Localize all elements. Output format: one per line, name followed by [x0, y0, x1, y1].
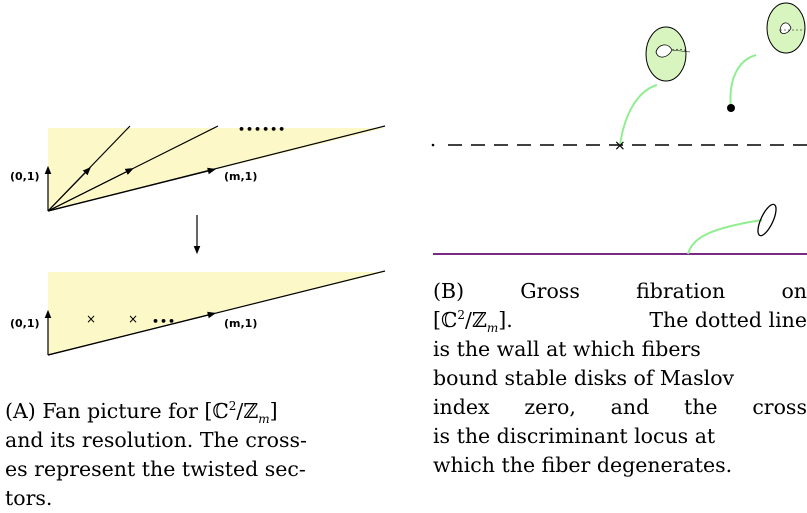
- caption-b-l5b: zero,: [524, 395, 576, 419]
- caption-a-line3: es represent the twisted sec-: [5, 457, 306, 481]
- caption-b-sup: 2: [457, 308, 465, 323]
- caption-b-l5c: and: [610, 395, 650, 419]
- top-arrow-1: [47, 166, 91, 212]
- caption-b-line1: (B) Gross fibration on: [433, 277, 807, 306]
- caption-b-l2-pre: [ℂ: [433, 308, 458, 332]
- caption-b: (B) Gross fibration on [ℂ2/ℤm]. The dott…: [433, 277, 807, 480]
- caption-b-sub: m: [486, 321, 499, 336]
- caption-b-word2: fibration: [636, 279, 726, 303]
- caption-b-line5: index zero, and the cross: [433, 393, 807, 422]
- caption-a-tag: (A): [5, 399, 36, 423]
- caption-b-formula: [ℂ2/ℤm].: [433, 306, 513, 335]
- bottom-label-0-1: (0,1): [10, 317, 40, 330]
- gross-fibration: ×: [431, 2, 807, 255]
- top-dots: ••••••: [238, 123, 286, 136]
- caption-b-word1: Gross: [520, 279, 580, 303]
- bottom-arrow-m-1: [47, 311, 217, 356]
- caption-a-line1-post: ]: [269, 399, 278, 423]
- caption-b-l2-post: ].: [498, 308, 513, 332]
- discriminant-cross: ×: [614, 138, 626, 154]
- circle-fiber-icon: [757, 203, 777, 237]
- caption-b-line7: which the fiber degenerates.: [433, 453, 733, 477]
- top-fan: •••••• (0,1) (m,1): [10, 123, 386, 212]
- caption-b-line2: [ℂ2/ℤm]. The dotted line: [433, 306, 807, 335]
- caption-b-l2-rest: The dotted line: [649, 308, 807, 332]
- smooth-point: [727, 104, 735, 112]
- caption-a-line2: and its resolution. The cross-: [5, 428, 307, 452]
- top-label-0-1: (0,1): [10, 170, 40, 183]
- caption-b-l5a: index: [433, 395, 490, 419]
- top-arrow-m-1: [47, 167, 217, 212]
- caption-a-line1-mid: /ℤ: [236, 399, 259, 423]
- caption-a: (A) Fan picture for [ℂ2/ℤm] and its reso…: [5, 397, 387, 513]
- caption-a-sup: 2: [228, 399, 237, 414]
- bottom-label-m-1: (m,1): [224, 317, 257, 330]
- caption-b-l5e: cross: [752, 395, 807, 419]
- bottom-dots: •••: [152, 315, 176, 328]
- torus-smooth-icon: [766, 2, 806, 54]
- path-to-smooth-fiber: [729, 54, 757, 109]
- caption-b-line6: is the discriminant locus at: [433, 424, 716, 448]
- caption-b-l2-mid: /ℤ: [464, 308, 487, 332]
- bottom-fan: × × ••• (0,1) (m,1): [10, 270, 386, 356]
- caption-b-l5d: the: [683, 395, 718, 419]
- path-to-cross-fiber: [619, 84, 658, 146]
- caption-b-line4: bound stable disks of Maslov: [433, 366, 735, 390]
- caption-a-sub: m: [258, 412, 270, 427]
- caption-a-line1-pre: Fan picture for [ℂ: [42, 399, 229, 423]
- torus-degenerate-icon: [645, 26, 691, 82]
- bottom-cross-1: ×: [86, 312, 96, 326]
- top-label-m-1: (m,1): [224, 170, 257, 183]
- caption-a-line4: tors.: [5, 486, 53, 510]
- bottom-cross-2: ×: [128, 312, 138, 326]
- caption-b-word3: on: [781, 279, 807, 303]
- caption-b-tag: (B): [433, 279, 465, 303]
- wall-start-dot: [431, 143, 435, 147]
- caption-b-line3: is the wall at which fibers: [433, 337, 701, 361]
- path-to-boundary-fiber: [687, 219, 763, 255]
- top-arrow-2: [47, 168, 134, 212]
